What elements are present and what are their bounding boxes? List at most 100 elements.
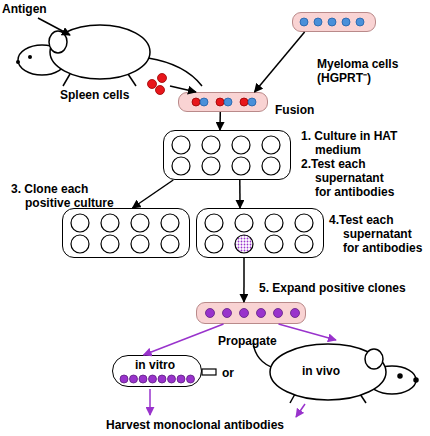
process-arrow	[144, 324, 224, 355]
culture-well	[205, 214, 223, 232]
bioreactor-port	[202, 369, 216, 375]
mouse-part	[270, 344, 386, 400]
spleen-cell	[158, 74, 167, 83]
process-arrow	[243, 258, 245, 302]
spleen-cell	[240, 98, 248, 106]
hybridoma-cell	[240, 309, 249, 318]
hybridoma-cell	[158, 375, 166, 383]
culture-well	[235, 214, 253, 232]
culture-well	[232, 157, 250, 175]
myeloma-cell	[248, 98, 256, 106]
myeloma-cell	[342, 18, 350, 26]
process-arrow	[255, 32, 305, 92]
culture-well	[205, 235, 223, 253]
hybridoma-cell	[274, 309, 283, 318]
mouse-part	[365, 349, 383, 369]
culture-well	[161, 235, 179, 253]
culture-well	[71, 235, 89, 253]
culture-well	[172, 136, 190, 154]
mouse-part	[398, 374, 402, 378]
annotation-label: Harvest monoclonal antibodies	[106, 418, 284, 432]
fusion-tube: Fusion	[178, 92, 268, 112]
hybridoma-cell	[223, 309, 232, 318]
culture-plate: 3. Clone each positive culture	[62, 208, 190, 258]
mouse-leg	[128, 74, 136, 86]
culture-well	[101, 214, 119, 232]
culture-well	[295, 235, 313, 253]
hybridoma-cell	[149, 375, 157, 383]
myeloma-cell	[356, 18, 364, 26]
culture-well	[232, 136, 250, 154]
process-arrow	[279, 324, 337, 340]
culture-plate: 4.Test each supernatant for antibodies	[196, 208, 324, 258]
annotation-label: Spleen cells	[60, 88, 129, 102]
spleen-cell	[216, 98, 224, 106]
positive-well	[235, 235, 253, 253]
myeloma-cell	[328, 18, 336, 26]
mouse-head	[18, 45, 66, 75]
mouse-nose	[16, 60, 20, 64]
mouse-ear	[49, 31, 67, 53]
harvest-arrow	[296, 404, 305, 417]
annotation-label: Antigen	[2, 2, 47, 16]
myeloma-cell	[200, 98, 208, 106]
mouse-body	[50, 25, 150, 79]
step-label: 2.Test each supernatant for antibodies	[301, 157, 401, 199]
culture-well	[202, 157, 220, 175]
step-label: 5. Expand positive clones	[259, 281, 406, 295]
mouse-leg	[63, 74, 70, 86]
step-label: in vivo	[302, 364, 340, 378]
mouse-tail	[148, 58, 202, 86]
process-arrow	[132, 180, 173, 208]
spleen-arrow	[170, 86, 196, 92]
step-label: 4.Test each supernatant for antibodies	[329, 213, 429, 255]
myeloma-cell	[314, 18, 322, 26]
culture-well	[71, 214, 89, 232]
antigen-arrow	[38, 18, 70, 35]
spleen-cell	[156, 86, 165, 95]
annotation-label: Propagate	[218, 334, 277, 348]
host-mouse: in vivo	[250, 340, 422, 404]
culture-well	[161, 214, 179, 232]
culture-well	[172, 157, 190, 175]
culture-well	[101, 235, 119, 253]
spleen-cell	[148, 80, 157, 89]
hybridoma-cell	[139, 375, 147, 383]
hybridoma-cell	[187, 375, 195, 383]
culture-well	[295, 214, 313, 232]
hybridoma-cell	[206, 309, 215, 318]
hybridoma-cell	[291, 309, 300, 318]
culture-well	[262, 157, 280, 175]
step-label: Fusion	[275, 103, 314, 117]
hybridoma-cell	[120, 375, 128, 383]
mouse-eye	[28, 55, 32, 59]
hybridoma-cell	[130, 375, 138, 383]
annotation-label: or	[222, 366, 234, 380]
step-label: Myeloma cells (HGPRT⁻)	[317, 57, 409, 85]
culture-well	[265, 235, 283, 253]
hybridoma-cell	[257, 309, 266, 318]
myeloma-cell	[224, 98, 232, 106]
step-label: 3. Clone each positive culture	[11, 182, 123, 210]
culture-well	[131, 235, 149, 253]
mouse-part	[414, 378, 418, 382]
culture-well	[265, 214, 283, 232]
culture-well	[202, 136, 220, 154]
harvest-arrow	[149, 389, 151, 415]
clone-tube: 5. Expand positive clones	[196, 302, 306, 324]
process-arrow	[219, 112, 221, 130]
cell-tube: Myeloma cells (HGPRT⁻)	[292, 12, 376, 32]
spleen-cell	[192, 98, 200, 106]
culture-well	[131, 214, 149, 232]
step-label: 1. Culture in HAT medium	[301, 129, 401, 157]
bioreactor: in vitro	[112, 355, 202, 387]
culture-well	[262, 136, 280, 154]
myeloma-cell	[300, 18, 308, 26]
hybridoma-cell	[168, 375, 176, 383]
step-label: in vitro	[135, 358, 175, 372]
process-arrow	[239, 180, 241, 208]
culture-plate: 1. Culture in HAT medium2.Test each supe…	[163, 130, 291, 180]
